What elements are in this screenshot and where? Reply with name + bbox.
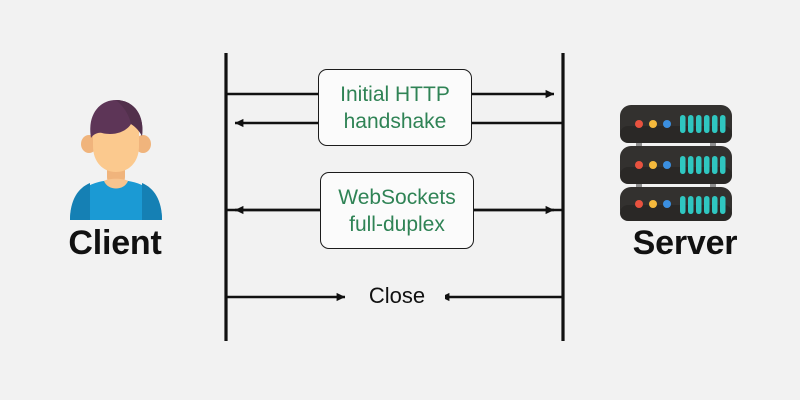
user-avatar-icon <box>70 100 162 220</box>
message-label-handshake-line2: handshake <box>343 109 447 133</box>
server-unit-1 <box>620 105 732 143</box>
message-label-fullduplex-line2: full-duplex <box>349 212 445 236</box>
message-box-handshake: Initial HTTP handshake <box>318 69 472 146</box>
server-unit-3 <box>620 187 732 221</box>
server-rack-icon <box>620 105 732 221</box>
message-label-handshake-line1: Initial HTTP <box>340 82 450 106</box>
message-label-fullduplex-line1: WebSockets <box>338 185 456 209</box>
actor-label-server: Server <box>632 224 738 262</box>
server-unit-2 <box>620 146 732 184</box>
message-box-fullduplex: WebSockets full-duplex <box>320 172 474 249</box>
message-label-close: Close <box>349 282 445 310</box>
actor-label-client: Client <box>68 224 162 262</box>
